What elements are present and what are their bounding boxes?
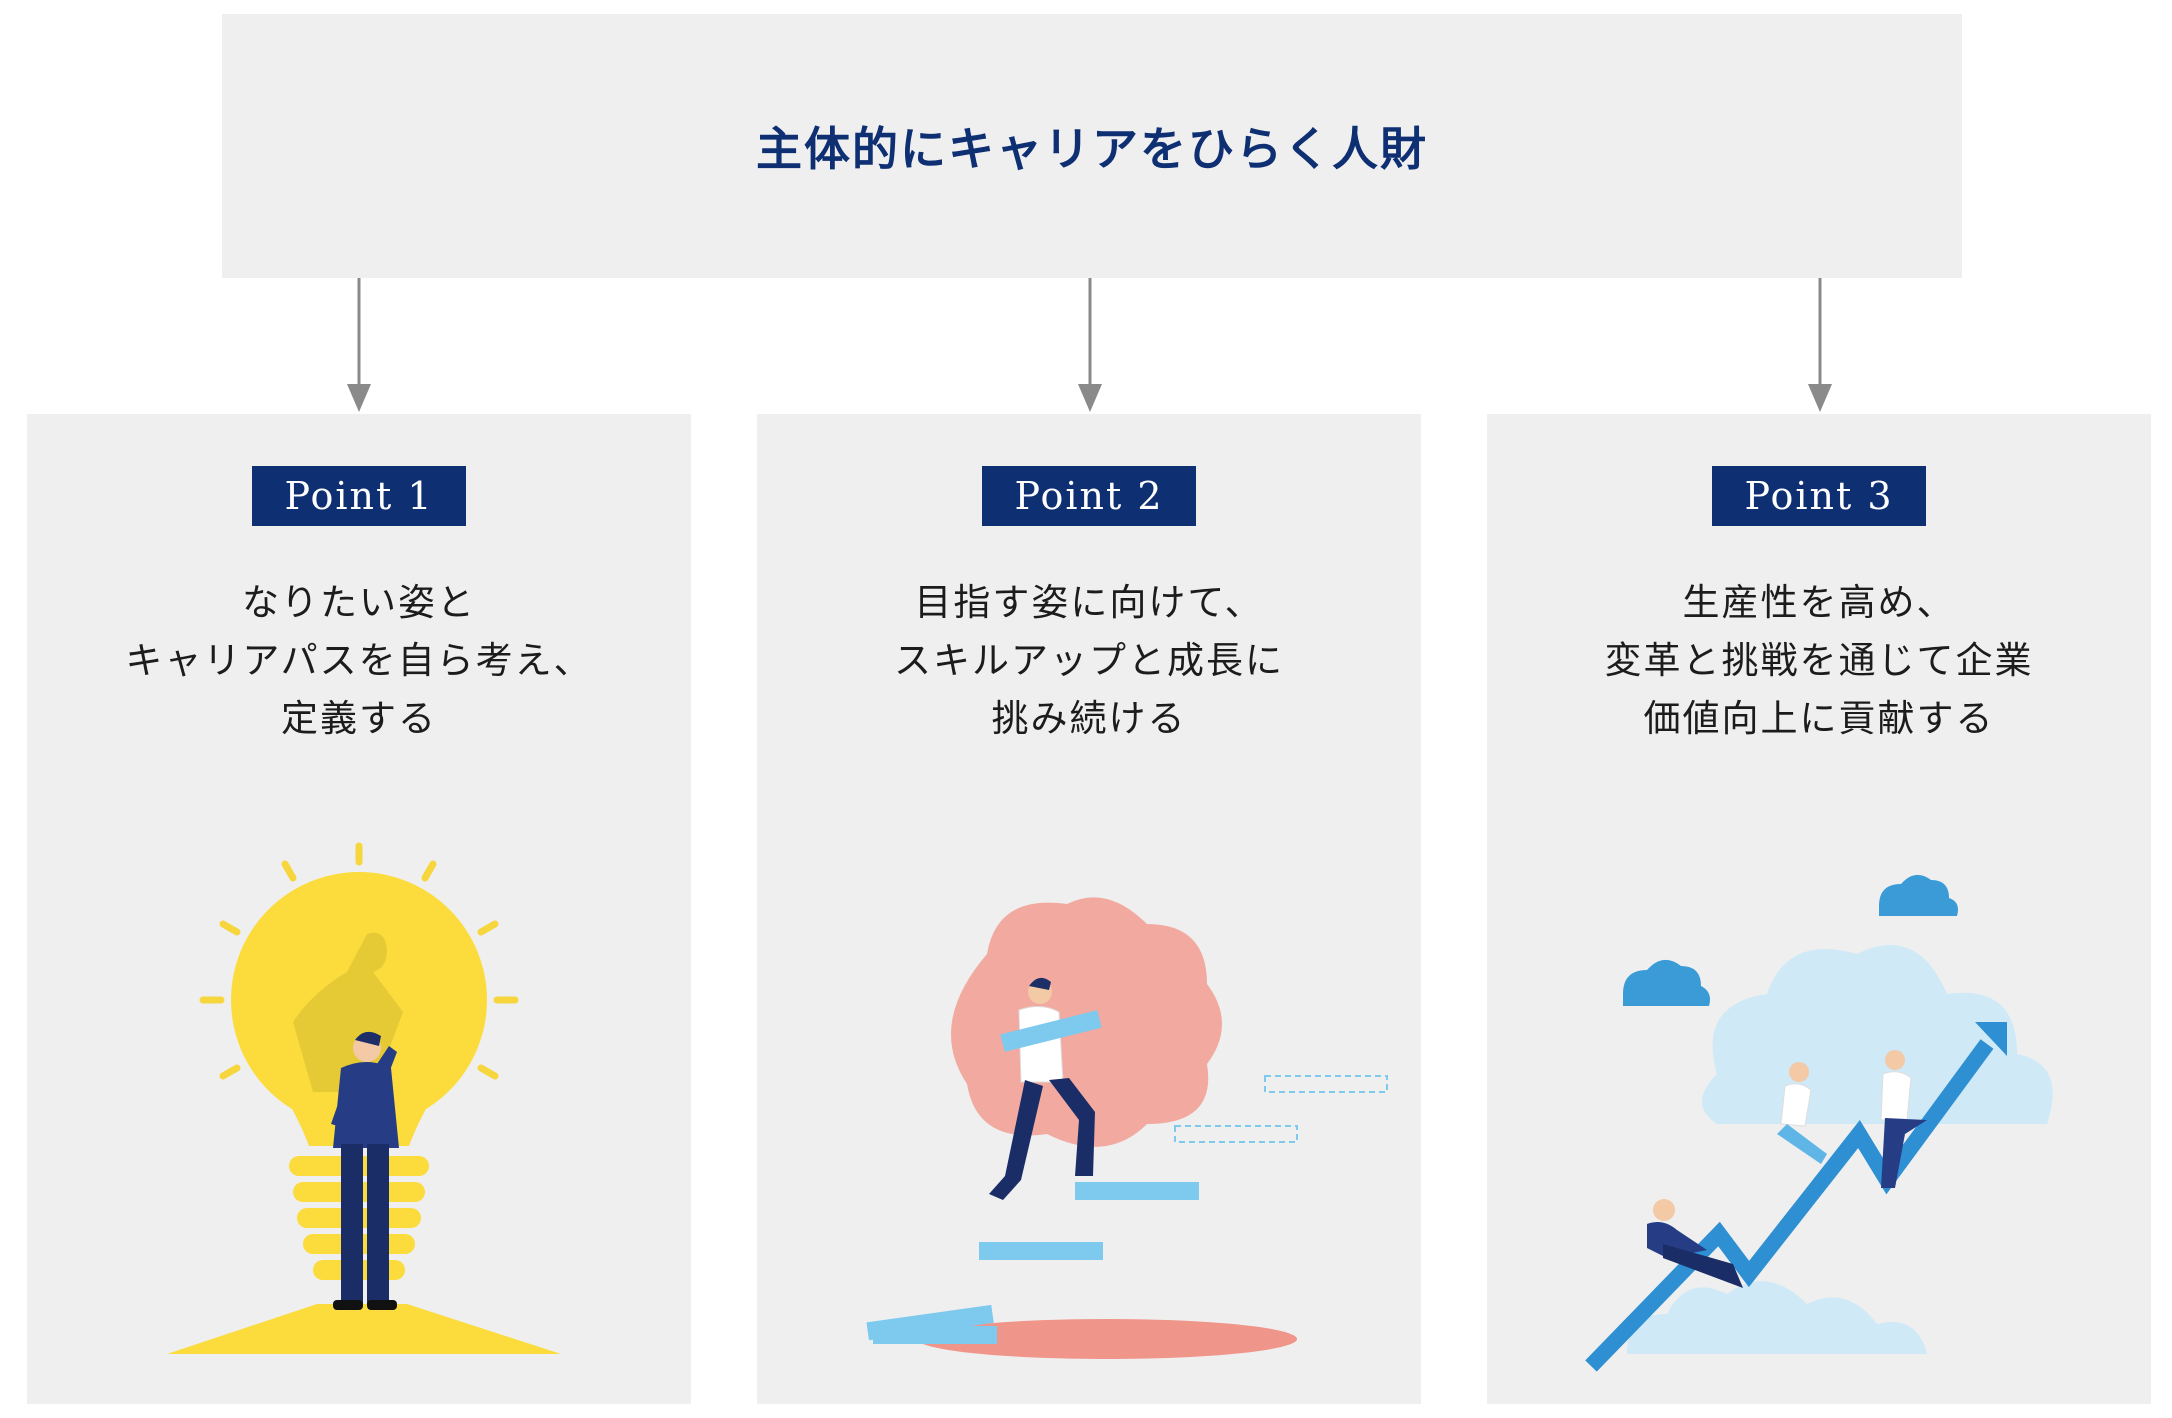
growth-arrow-team-illustration (1585, 874, 2053, 1372)
climbing-stairs-man-illustration (866, 897, 1388, 1359)
description-line: 目指す姿に向けて、 (914, 581, 1264, 624)
point-card-3: Point 3 生産性を高め、 変革と挑戦を通じて企業 価値向上に貢献する (1487, 414, 2151, 1404)
arrow-down-3 (1808, 278, 1832, 412)
description-line: 定義する (281, 697, 437, 740)
arrow-down-1 (347, 278, 371, 412)
description-line: 価値向上に貢献する (1643, 697, 1995, 740)
point-card-1: Point 1 なりたい姿と キャリアパスを自ら考え、 定義する (27, 414, 691, 1404)
point-card-2: Point 2 目指す姿に向けて、 スキルアップと成長に 挑み続ける (757, 414, 1421, 1404)
point-description: なりたい姿と キャリアパスを自ら考え、 定義する (27, 574, 691, 748)
main-title: 主体的にキャリアをひらく人財 (756, 122, 1428, 176)
point-description: 生産性を高め、 変革と挑戦を通じて企業 価値向上に貢献する (1487, 574, 2151, 748)
point-badge: Point 1 (252, 466, 466, 526)
description-line: スキルアップと成長に (894, 639, 1284, 682)
description-line: キャリアパスを自ら考え、 (125, 639, 593, 682)
description-line: 変革と挑戦を通じて企業 (1604, 639, 2034, 682)
description-line: 挑み続ける (991, 697, 1187, 740)
point-badge: Point 3 (1712, 466, 1926, 526)
point-description: 目指す姿に向けて、 スキルアップと成長に 挑み続ける (757, 574, 1421, 748)
top-banner: 主体的にキャリアをひらく人財 (222, 14, 1962, 278)
lightbulb-thinking-man-illustration (167, 842, 561, 1354)
description-line: なりたい姿と (242, 581, 476, 624)
description-line: 生産性を高め、 (1682, 581, 1956, 624)
arrow-down-2 (1078, 278, 1102, 412)
point-badge: Point 2 (982, 466, 1196, 526)
